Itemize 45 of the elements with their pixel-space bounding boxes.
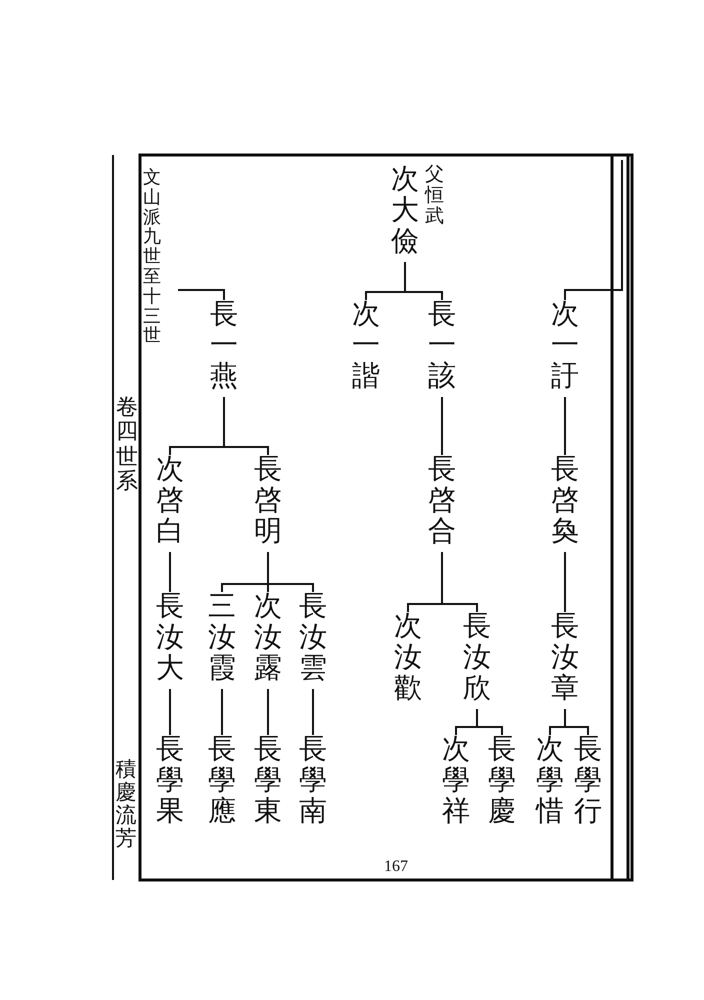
person-name: 次一訏 [551,300,579,392]
person-name: 長學應 [208,735,236,828]
person-name: 長學南 [299,735,327,828]
person-name: 長啓奐 [551,455,579,548]
lineage-line [221,552,269,592]
lineage-line [549,709,566,735]
person-name: 長學慶 [488,735,516,828]
lineage-line [267,689,269,735]
person-name: 長一該 [428,300,456,392]
lineage-line [564,397,566,455]
lineage-line [455,709,478,735]
person-name: 次大儉 [391,165,419,258]
person-name: 三汝霞 [208,592,236,684]
person-name: 次一諧 [352,300,380,392]
lineage-line [169,552,171,592]
person-name: 長啓合 [428,455,456,548]
person-name: 長汝章 [551,612,579,704]
lineage-line [178,289,225,300]
section-heading: 文山派九世至十三世 [143,168,161,346]
person-name: 次啓白 [156,455,184,548]
section-label: 世系 [116,445,138,494]
volume-label: 卷四 [116,395,138,444]
lineage-line [169,397,225,455]
father-note: 父恒武 [425,165,444,228]
person-name: 長學果 [156,735,184,828]
person-name: 長啓明 [254,455,282,548]
person-name: 次學惜 [536,735,564,828]
person-name: 長汝大 [156,592,184,684]
lineage-line [441,397,443,455]
person-name: 長學東 [254,735,282,828]
page-number: 167 [384,858,408,876]
lineage-line [169,689,171,735]
lineage-line [564,552,566,612]
person-name: 次汝歡 [394,612,422,704]
person-name: 次汝露 [254,592,282,684]
person-name: 次學祥 [442,735,470,828]
person-name: 長學行 [574,735,602,828]
lineage-line [365,262,406,300]
lineage-line [312,689,314,735]
person-name: 長汝欣 [463,612,491,704]
lineage-line [221,689,223,735]
motto-text: 積慶流芳 [116,758,136,850]
person-name: 長一燕 [210,300,238,392]
person-name: 長汝雲 [299,592,327,684]
lineage-line [564,160,623,300]
